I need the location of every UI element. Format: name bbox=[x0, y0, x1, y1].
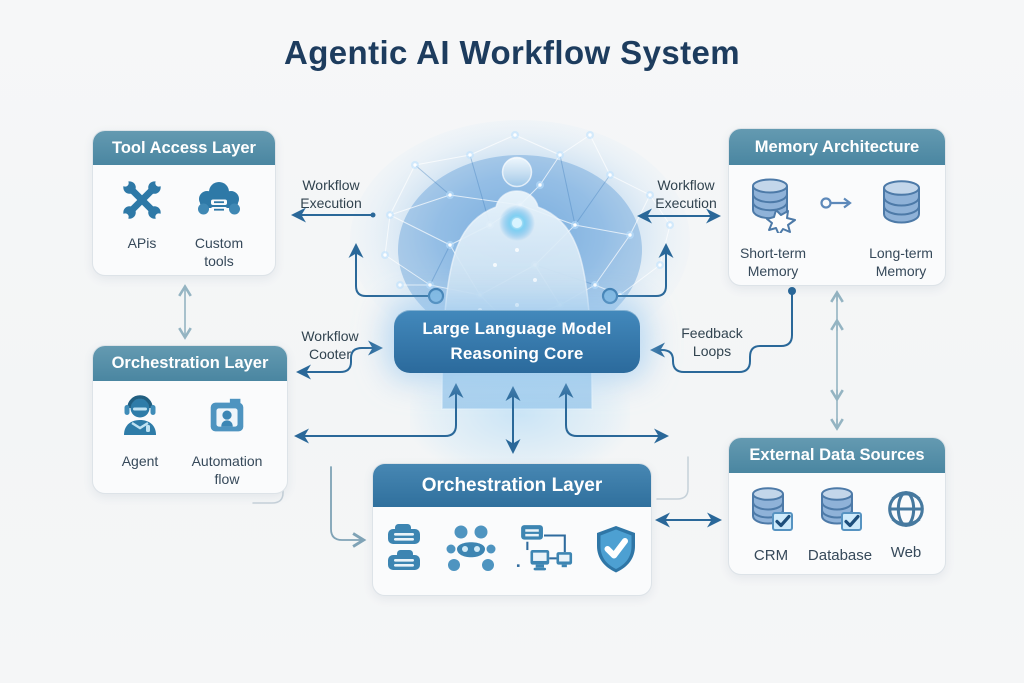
faint-line-left bbox=[252, 439, 284, 504]
custom-tools-item: Custom tools bbox=[180, 177, 258, 270]
wrench-icon bbox=[119, 177, 165, 228]
orchestration-layer-left-card: Orchestration Layer Agent bbox=[92, 345, 288, 494]
workflow-execution-left-label: Workflow Execution bbox=[300, 177, 362, 212]
long-term-db-icon bbox=[871, 173, 931, 238]
task-badges-icon bbox=[385, 523, 429, 580]
crm-db-icon bbox=[745, 483, 797, 540]
agent-icon bbox=[115, 393, 165, 446]
workflow-execution-right-label: Workflow Execution bbox=[655, 177, 717, 212]
globe-icon bbox=[883, 486, 929, 537]
long-term-memory-item: Long-term Memory bbox=[857, 173, 945, 280]
llm-core-line2: Reasoning Core bbox=[450, 343, 584, 363]
database-item: Database bbox=[807, 483, 873, 566]
llm-reasoning-core-box: Large Language Model Reasoning Core bbox=[394, 310, 640, 373]
automation-flow-label: Automation flow bbox=[191, 453, 263, 487]
arrow-llm-to-right bbox=[558, 383, 669, 444]
arrow-brain-to-right bbox=[609, 243, 674, 297]
agent-label: Agent bbox=[121, 453, 159, 469]
cloud-tools-icon bbox=[194, 177, 244, 228]
crm-item: CRM bbox=[743, 483, 799, 566]
shield-check-icon bbox=[592, 523, 640, 580]
faint-line-right bbox=[656, 456, 689, 500]
agent-item: Agent bbox=[107, 393, 173, 471]
orchestration-layer-bottom-header: Orchestration Layer bbox=[373, 464, 651, 507]
database-db-icon bbox=[814, 483, 866, 540]
apis-item: APis bbox=[110, 177, 174, 253]
arrow-workflow-cooter bbox=[296, 340, 383, 380]
custom-tools-label: Custom tools bbox=[194, 235, 244, 269]
tool-access-layer-header: Tool Access Layer bbox=[93, 131, 275, 165]
crm-label: CRM bbox=[753, 547, 789, 564]
external-data-sources-card: External Data Sources CRM bbox=[728, 437, 946, 575]
arrow-llm-to-left-orch bbox=[294, 383, 464, 444]
tool-access-layer-card: Tool Access Layer bbox=[92, 130, 276, 276]
connector-node-circles bbox=[427, 287, 619, 305]
automation-flow-item: Automation flow bbox=[181, 393, 273, 488]
long-term-memory-label: Long-term Memory bbox=[869, 245, 933, 279]
team-icon bbox=[446, 523, 496, 580]
page-title: Agentic AI Workflow System bbox=[284, 34, 740, 71]
automation-icon bbox=[204, 393, 250, 446]
short-term-memory-label: Short-term Memory bbox=[739, 245, 807, 279]
web-label: Web bbox=[890, 544, 922, 561]
database-label: Database bbox=[807, 547, 873, 564]
short-term-db-icon bbox=[742, 173, 804, 238]
arrow-into-bottom-orch-left bbox=[330, 466, 367, 548]
device-network-icon bbox=[513, 523, 575, 580]
memory-transfer-arrow-icon bbox=[819, 195, 855, 216]
workflow-cooter-label: Workflow Cooter bbox=[301, 328, 359, 363]
apis-label: APis bbox=[127, 235, 157, 251]
short-term-memory-item: Short-term Memory bbox=[729, 173, 817, 280]
arrow-brain-to-left bbox=[348, 243, 437, 297]
external-data-sources-header: External Data Sources bbox=[729, 438, 945, 473]
arrow-feedback-loop bbox=[650, 292, 793, 373]
memory-architecture-card: Memory Architecture Short-term Memory bbox=[728, 128, 946, 286]
llm-core-line1: Large Language Model bbox=[422, 318, 612, 338]
feedback-loops-label: Feedback Loops bbox=[681, 325, 743, 360]
orchestration-layer-bottom-card: Orchestration Layer bbox=[372, 463, 652, 596]
memory-architecture-header: Memory Architecture bbox=[729, 129, 945, 165]
orchestration-layer-left-header: Orchestration Layer bbox=[93, 346, 287, 381]
web-item: Web bbox=[881, 483, 931, 563]
